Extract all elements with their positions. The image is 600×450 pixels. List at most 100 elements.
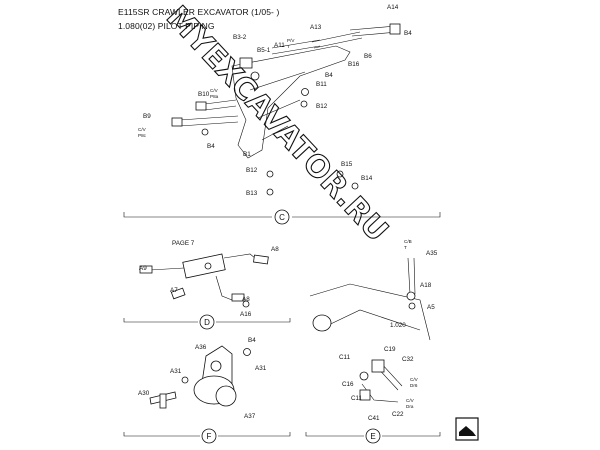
view-f-marker xyxy=(201,428,217,444)
svg-text:B10: B10 xyxy=(198,91,210,98)
svg-text:B4: B4 xyxy=(404,30,412,37)
svg-text:A9: A9 xyxy=(139,265,147,272)
page-ref: PAGE 7 xyxy=(172,240,195,247)
svg-text:C22: C22 xyxy=(392,411,404,418)
svg-text:A5: A5 xyxy=(427,304,435,311)
svg-text:B12: B12 xyxy=(246,167,258,174)
valve-port xyxy=(204,262,212,270)
svg-text:P/V: P/V xyxy=(287,38,295,43)
fitting-a14 xyxy=(389,23,401,35)
fitting-b3 xyxy=(239,57,253,69)
hose-b10 xyxy=(204,99,237,111)
plug-b11 xyxy=(301,88,309,96)
svg-text:C19: C19 xyxy=(384,346,396,353)
svg-text:P8a: P8a xyxy=(210,94,219,99)
fitting-a18 xyxy=(406,291,416,301)
svg-text:A13: A13 xyxy=(310,24,322,31)
svg-text:C11: C11 xyxy=(351,395,363,402)
svg-text:A8: A8 xyxy=(271,246,279,253)
rod-a35 xyxy=(407,257,416,295)
pilot-valve-body xyxy=(182,253,226,279)
bushing-face xyxy=(215,385,237,407)
washer-b14 xyxy=(351,182,359,190)
connector-a16 xyxy=(242,300,250,308)
svg-text:B16: B16 xyxy=(348,61,360,68)
view-f-assembly: A36 B4 A31 A31 A30 A37 F xyxy=(123,337,291,444)
svg-text:B5-1: B5-1 xyxy=(257,47,271,54)
connector-b4 xyxy=(201,128,209,136)
svg-text:Dr6: Dr6 xyxy=(410,383,418,388)
svg-text:A31: A31 xyxy=(170,368,182,375)
fitting-c41 xyxy=(359,389,371,401)
svg-text:B9: B9 xyxy=(143,113,151,120)
washer-a31 xyxy=(181,376,189,384)
view-e-bracket xyxy=(305,432,441,437)
svg-text:C41: C41 xyxy=(368,415,380,422)
washer-b12-lower xyxy=(266,170,274,178)
hose-a13 xyxy=(311,31,363,49)
view-e-symbol: E xyxy=(370,432,375,441)
svg-text:Dra: Dra xyxy=(406,404,414,409)
fitting-a5 xyxy=(408,302,416,310)
section-title: 1.080(02) PILOT PIPING xyxy=(118,21,215,31)
svg-text:A36: A36 xyxy=(195,344,207,351)
svg-text:A8: A8 xyxy=(242,296,250,303)
view-d-marker xyxy=(199,314,215,330)
svg-text:B4: B4 xyxy=(248,337,256,344)
svg-text:A14: A14 xyxy=(387,4,399,11)
svg-text:C/V: C/V xyxy=(138,127,147,132)
view-d-symbol: D xyxy=(204,318,210,327)
svg-text:T: T xyxy=(287,44,290,49)
view-c-symbol: C xyxy=(279,213,285,222)
fitting-c19 xyxy=(371,359,385,373)
svg-text:A35: A35 xyxy=(426,250,438,257)
svg-text:B13: B13 xyxy=(246,190,258,197)
plug-b15 xyxy=(336,170,344,178)
bracket-plate xyxy=(231,45,351,159)
svg-text:A7: A7 xyxy=(170,287,178,294)
connector-a7 xyxy=(170,287,186,300)
svg-text:C/V: C/V xyxy=(210,88,219,93)
svg-text:P8c: P8c xyxy=(138,133,147,138)
frame-outline xyxy=(309,283,431,341)
svg-text:A37: A37 xyxy=(244,413,256,420)
connector-a8 xyxy=(253,254,269,265)
view-e-assembly: C/B T A35 A18 A5 1.020 C11 C19 C32 C16 C… xyxy=(305,239,441,444)
model-title: E115SR CRAWLER EXCAVATOR (1/05- ) xyxy=(118,7,280,17)
svg-text:B12: B12 xyxy=(316,103,328,110)
connector-a9 xyxy=(139,265,153,274)
hose-b9 xyxy=(179,115,239,127)
view-d-assembly: PAGE 7 A8 A9 A7 A8 A16 D xyxy=(123,240,291,330)
view-f-symbol: F xyxy=(207,432,212,441)
view-f-bracket xyxy=(123,432,291,437)
nut-b4 xyxy=(243,348,251,356)
washer-b4 xyxy=(250,71,260,81)
connector-a8-lower xyxy=(231,293,245,302)
svg-text:B15: B15 xyxy=(341,161,353,168)
washer-b13 xyxy=(266,188,274,196)
svg-text:B3-2: B3-2 xyxy=(233,34,247,41)
svg-text:A11: A11 xyxy=(274,42,285,49)
svg-text:B6: B6 xyxy=(364,53,372,60)
svg-text:C11: C11 xyxy=(339,354,351,361)
ref-page: 1.020 xyxy=(390,322,406,329)
svg-text:B11: B11 xyxy=(316,81,327,88)
bracket-hole xyxy=(210,360,222,372)
svg-text:C/V: C/V xyxy=(406,398,415,403)
hose-b5 xyxy=(271,39,321,55)
svg-text:C/V: C/V xyxy=(410,377,419,382)
svg-text:B1: B1 xyxy=(243,151,251,158)
svg-text:B4: B4 xyxy=(207,143,215,150)
watermark: MYEXCAVATOR.RU xyxy=(159,0,395,249)
svg-text:T: T xyxy=(404,245,407,250)
view-d-bracket xyxy=(123,318,291,323)
svg-text:C16: C16 xyxy=(342,381,354,388)
corner-logo xyxy=(455,417,479,441)
bracket-ribs xyxy=(249,71,306,141)
logo-mark-icon xyxy=(459,426,476,436)
view-e-marker xyxy=(365,428,381,444)
fitting-b9 xyxy=(171,117,183,127)
boss-fitting xyxy=(312,314,332,332)
